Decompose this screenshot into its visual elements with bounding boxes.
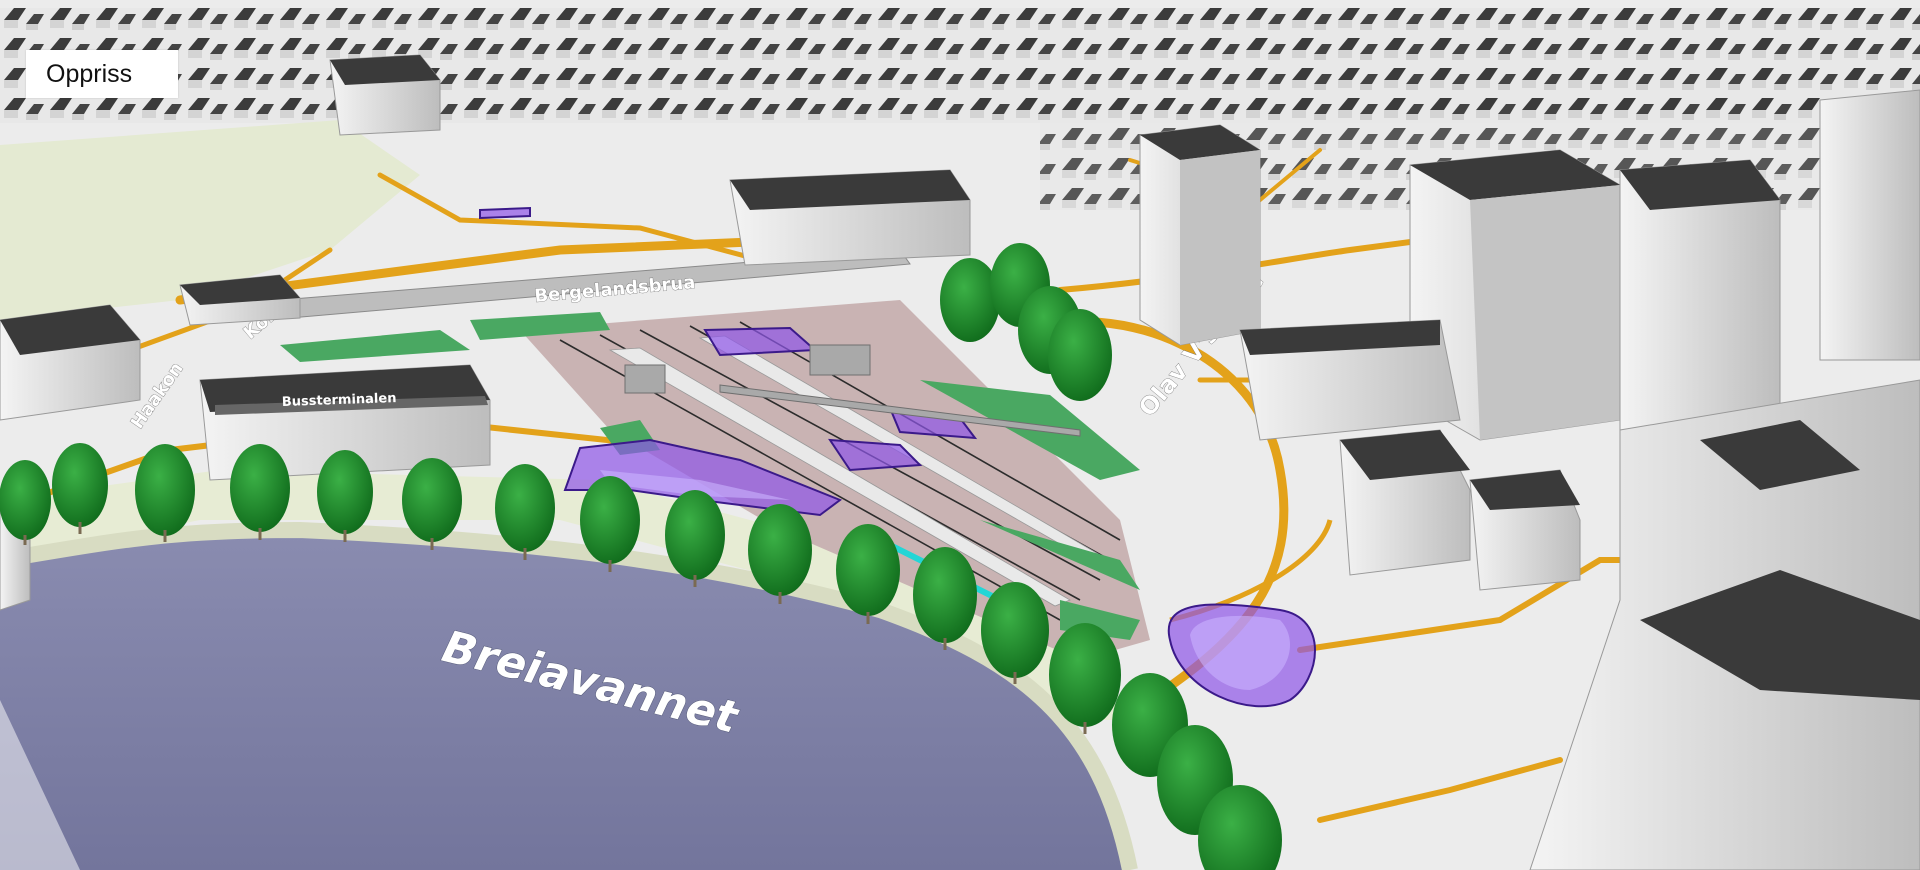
lake-breiavannet <box>0 530 1130 870</box>
view-title: Oppriss <box>46 59 133 88</box>
bus-terminal-label: Bussterminalen <box>282 391 397 410</box>
station-structures <box>624 344 1081 437</box>
proposal-bridge-north <box>479 206 531 220</box>
tree-cluster-north <box>940 243 1112 401</box>
tree-trunks <box>23 522 1087 734</box>
buildings-east <box>1139 89 1920 870</box>
park-area <box>0 120 420 320</box>
view-title-badge: Oppriss <box>26 50 178 98</box>
proposal-structure-glass <box>600 470 1290 690</box>
lake-shadow <box>0 700 80 870</box>
residential-area-north <box>0 8 1920 123</box>
proposal-roof-center <box>828 438 923 472</box>
tree-row <box>0 443 1282 870</box>
